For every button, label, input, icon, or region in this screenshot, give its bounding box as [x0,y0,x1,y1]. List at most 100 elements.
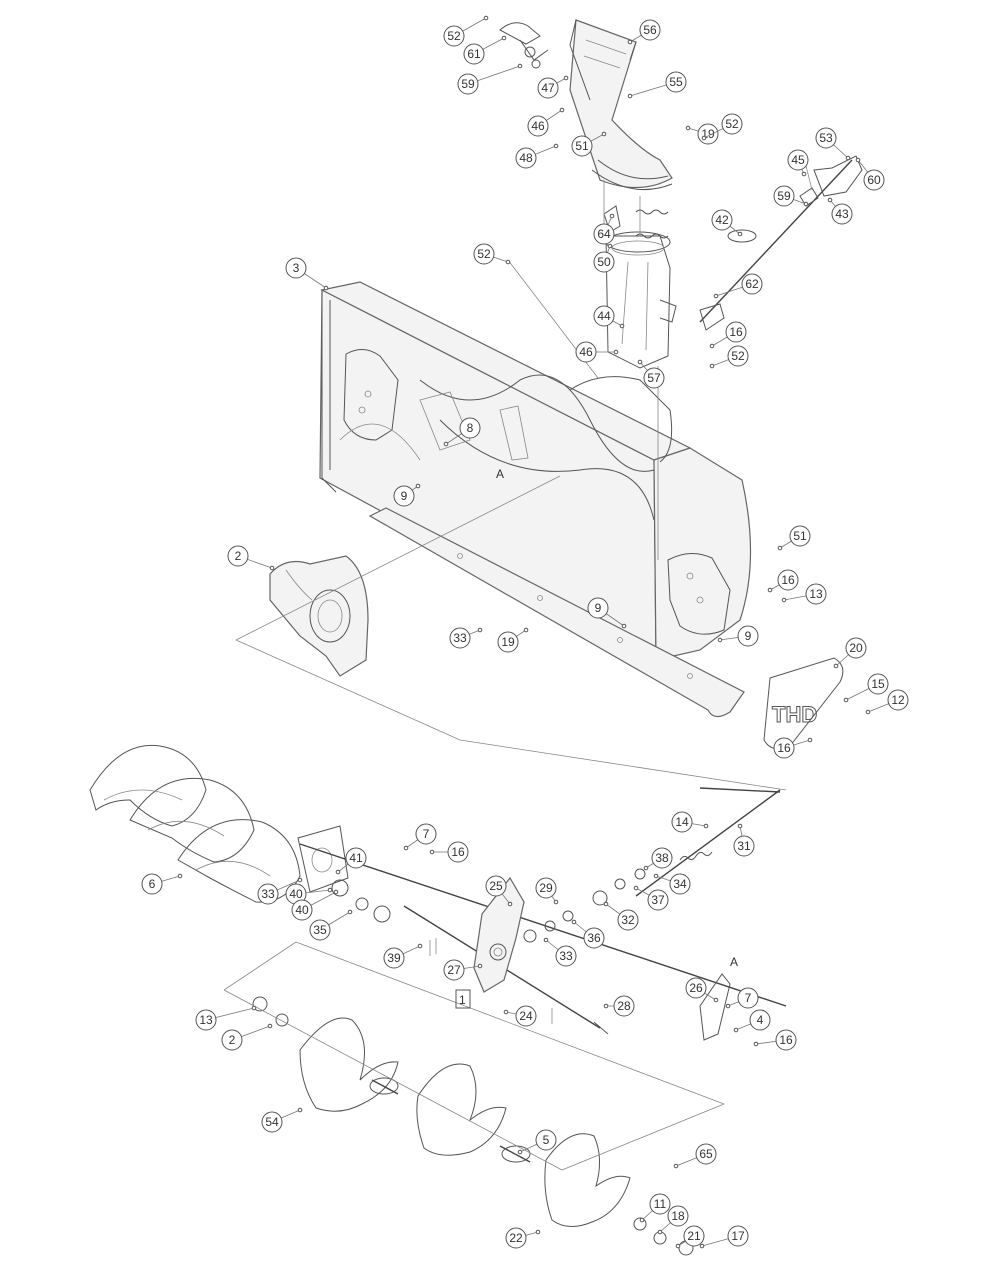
callout-leader-dot [553,143,559,149]
callout-bubble [221,1029,243,1051]
callout-bubble [227,545,249,567]
callout-leader-dot [737,231,743,237]
callout-leader-dot [559,107,565,113]
callout-bubble [647,889,669,911]
callout-bubble [473,243,495,265]
callout-number: 41 [349,851,363,865]
callout-bubble [535,1129,557,1151]
callout-number: 36 [587,931,601,945]
callout-9: 9 [717,625,759,647]
callout-number: 45 [791,153,805,167]
callout-number: 38 [655,851,669,865]
callout-16: 16 [429,841,469,863]
callout-2: 2 [227,545,275,571]
callout-leader-dot [703,823,709,829]
callout-number: 50 [597,255,611,269]
chute-crank [699,155,863,331]
callout-leader-dot [781,597,787,603]
assembly-guide-lines [223,180,787,1171]
callout-leader-dot [517,1149,523,1155]
callout-bubble [415,823,437,845]
callout-bubble [497,631,519,653]
callout-bubble [777,569,799,591]
callout-bubble [457,73,479,95]
callout-leader-dot [323,285,329,291]
callout-leader-dot [673,1163,679,1169]
callout-leader-dot [501,35,507,41]
callout-12: 12 [865,689,909,715]
callout-7: 7 [725,987,759,1009]
callout-number: 4 [757,1013,764,1027]
callout-7: 7 [403,823,437,851]
callout-leader-dot [505,259,511,265]
callout-bubble [727,345,749,367]
callout-leader-dot [733,1027,739,1033]
callout-bubble [393,485,415,507]
callout-47: 47 [537,75,569,99]
callout-6: 6 [141,873,183,895]
callout-17: 17 [699,1225,749,1249]
callout-number: 62 [745,277,759,291]
callout-37: 37 [633,885,669,911]
callout-number: 13 [199,1013,213,1027]
callout-number: 20 [849,641,863,655]
callout-16: 16 [709,321,747,349]
callout-number: 59 [461,77,475,91]
callout-bubble [593,223,615,245]
callout-leader-dot [507,901,513,907]
callout-number: 37 [651,893,665,907]
callout-leader-dot [737,823,743,829]
callout-59: 59 [773,185,809,207]
callout-bubble [737,625,759,647]
callout-leader-dot [801,171,807,177]
callout-bubble [583,927,605,949]
callout-leader-dot [335,869,341,875]
callout-number: 33 [559,949,573,963]
callout-leader-dot [713,293,719,299]
callout-46: 46 [527,107,565,137]
callout-38: 38 [643,847,673,871]
callout-number: 39 [387,951,401,965]
callout-leader-dot [609,213,615,219]
callout-leader-dot [621,623,627,629]
discharge-chute [569,19,673,190]
plate-lettering: THD [772,702,817,727]
callout-leader-dot [845,155,851,161]
callout-leader-dot [657,1229,663,1235]
callout-number: 18 [671,1209,685,1223]
callout-bubble [593,305,615,327]
callout-number: 16 [781,573,795,587]
callout-number: 15 [871,677,885,691]
callout-27: 27 [443,959,483,981]
callout-5: 5 [517,1129,557,1155]
callout-52: 52 [709,345,749,369]
reference-letter-a-bracket: A [730,955,738,969]
callout-11: 11 [639,1193,671,1223]
callout-bubble [309,919,331,941]
callout-41: 41 [335,847,367,875]
callout-leader-dot [701,135,707,141]
callout-leader-dot [803,201,809,207]
callout-number: 7 [423,827,430,841]
callout-number: 25 [489,879,503,893]
callout-bubble [787,149,809,171]
callout-46: 46 [575,341,619,363]
callout-43: 43 [827,197,853,225]
callout-leader-dot [571,919,577,925]
callout-number: 42 [715,213,729,227]
callout-number: 48 [519,151,533,165]
callout-leader-dot [601,131,607,137]
callout-bubble [815,127,837,149]
callout-leader-dot [777,545,783,551]
callout-number: 9 [401,489,408,503]
callout-16: 16 [767,569,799,593]
callout-bubble [617,909,639,931]
callout-number: 12 [891,693,905,707]
callout-leader-dot [767,587,773,593]
callout-number: 40 [289,887,303,901]
callout-19: 19 [685,123,719,145]
callout-bubble [805,583,827,605]
callout-leader-dot [653,873,659,879]
callout-leader-dot [483,15,489,21]
callout-bubble [449,627,471,649]
